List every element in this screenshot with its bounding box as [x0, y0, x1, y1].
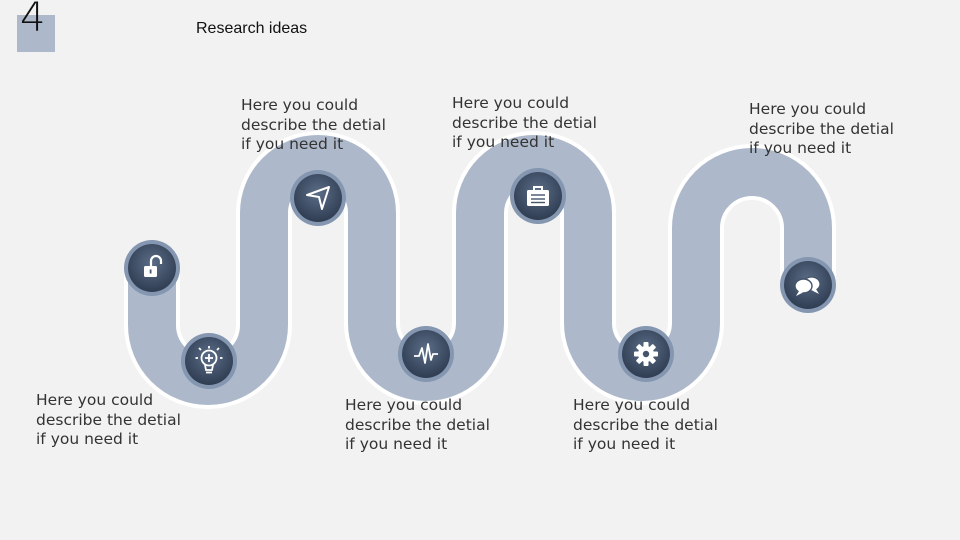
caption-line: describe the detial: [345, 415, 490, 434]
caption-line: Here you could: [241, 96, 359, 114]
caption-line: if you need it: [241, 135, 344, 153]
lightbulb-icon: [195, 346, 223, 374]
step-node-4: [398, 326, 454, 382]
step-node-6: [618, 326, 674, 382]
caption-line: describe the detial: [241, 115, 386, 134]
caption-line: Here you could: [36, 391, 154, 409]
caption-line: if you need it: [345, 435, 448, 453]
caption-line: if you need it: [573, 435, 676, 453]
caption-line: Here you could: [749, 100, 867, 118]
step-node-7: [780, 257, 836, 313]
step-caption-1: Here you could describe the detial if yo…: [36, 391, 216, 450]
caption-line: describe the detial: [36, 410, 181, 429]
slide-number-box: [17, 15, 55, 52]
gear-icon: [634, 342, 658, 366]
step-caption-6: Here you could describe the detial if yo…: [749, 100, 929, 159]
step-caption-2: Here you could describe the detial if yo…: [241, 96, 421, 155]
caption-line: if you need it: [749, 139, 852, 157]
step-caption-5: Here you could describe the detial if yo…: [573, 396, 753, 455]
caption-line: if you need it: [36, 430, 139, 448]
caption-line: describe the detial: [749, 119, 894, 138]
step-caption-4: Here you could describe the detial if yo…: [452, 94, 632, 153]
serpentine-road: [128, 135, 832, 405]
caption-line: Here you could: [345, 396, 463, 414]
caption-line: describe the detial: [452, 113, 597, 132]
caption-line: Here you could: [573, 396, 691, 414]
caption-line: Here you could: [452, 94, 570, 112]
caption-line: describe the detial: [573, 415, 718, 434]
step-caption-3: Here you could describe the detial if yo…: [345, 396, 525, 455]
caption-line: if you need it: [452, 133, 555, 151]
pulse-icon: [414, 343, 438, 364]
step-node-5: [510, 168, 566, 224]
chat-bubbles-icon: [794, 276, 821, 296]
paper-plane-icon: [306, 186, 330, 210]
slide-title: Research ideas: [196, 20, 308, 37]
step-node-1: [124, 240, 180, 296]
unlock-icon: [144, 254, 163, 277]
slide-number: 4: [20, 0, 46, 41]
briefcase-icon: [527, 186, 549, 206]
step-node-3: [290, 170, 346, 226]
step-node-2: [181, 333, 237, 389]
